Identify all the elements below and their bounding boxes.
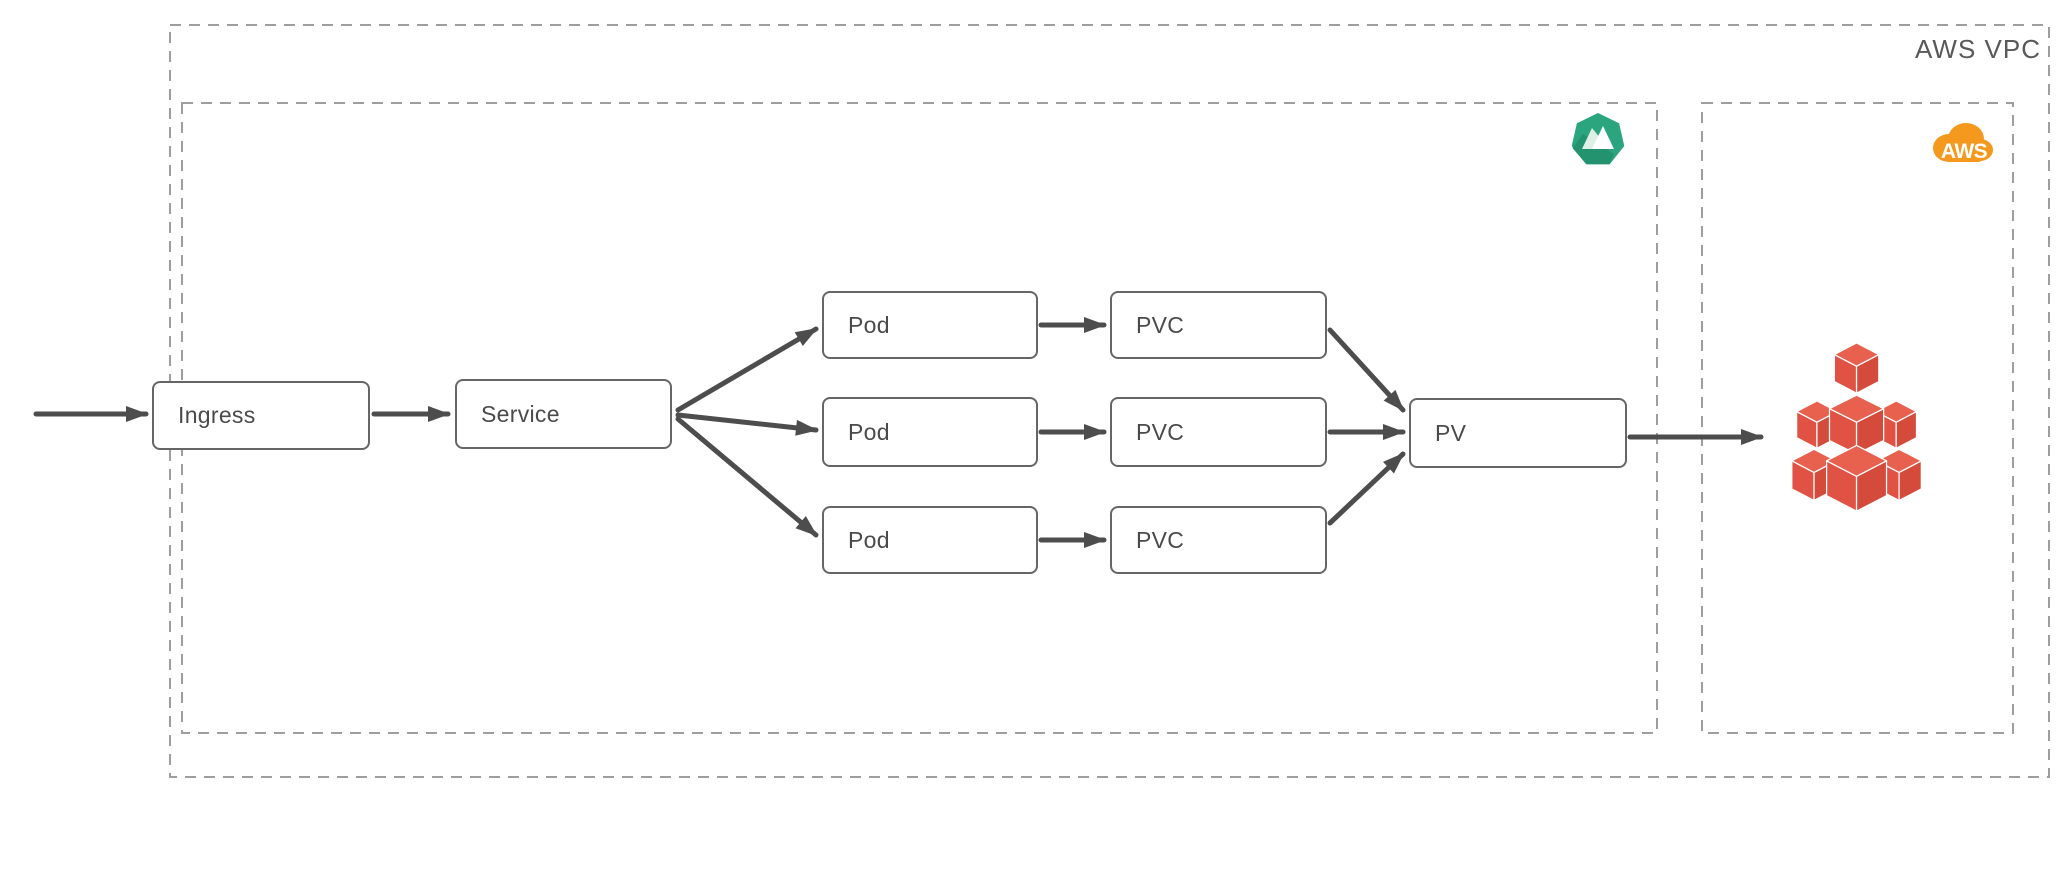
aws-cloud-label: AWS: [1941, 140, 1988, 163]
aws-vpc-label: AWS VPC: [1915, 34, 2041, 64]
node-ingress-label: Ingress: [178, 402, 256, 428]
edge-pvc-1-to-pv: [1327, 327, 1406, 413]
edge-service-to-pod-3: [675, 416, 819, 538]
aws-storage-cubes-icon: [1791, 342, 1922, 512]
node-service-label: Service: [481, 400, 560, 427]
node-pod-3-label: Pod: [848, 526, 890, 553]
edge-pvc-3-to-pv: [1327, 451, 1406, 526]
edge-service-to-pod-1: [675, 326, 819, 413]
node-service: Service: [455, 379, 672, 449]
node-pvc-1-label: PVC: [1136, 311, 1185, 338]
edge-service-to-pod-2: [675, 412, 819, 436]
node-pod-1-label: Pod: [848, 311, 890, 338]
aws-vpc-container: [169, 24, 2050, 778]
node-pod-2: Pod: [822, 397, 1038, 467]
node-pod-1: Pod: [822, 291, 1038, 359]
node-pvc-2: PVC: [1110, 397, 1327, 467]
node-pvc-2-label: PVC: [1136, 418, 1185, 445]
node-pv: PV: [1409, 398, 1627, 468]
node-ingress: Ingress: [152, 381, 370, 450]
aws-cloud-icon: AWS: [1924, 114, 1996, 173]
node-pod-3: Pod: [822, 506, 1038, 574]
aws-services-container: [1701, 102, 2014, 734]
kubernetes-icon: [1570, 112, 1626, 173]
node-pvc-3: PVC: [1110, 506, 1327, 574]
node-pvc-1: PVC: [1110, 291, 1327, 359]
node-pv-label: PV: [1435, 419, 1467, 446]
node-pod-2-label: Pod: [848, 418, 890, 445]
node-pvc-3-label: PVC: [1136, 526, 1185, 553]
